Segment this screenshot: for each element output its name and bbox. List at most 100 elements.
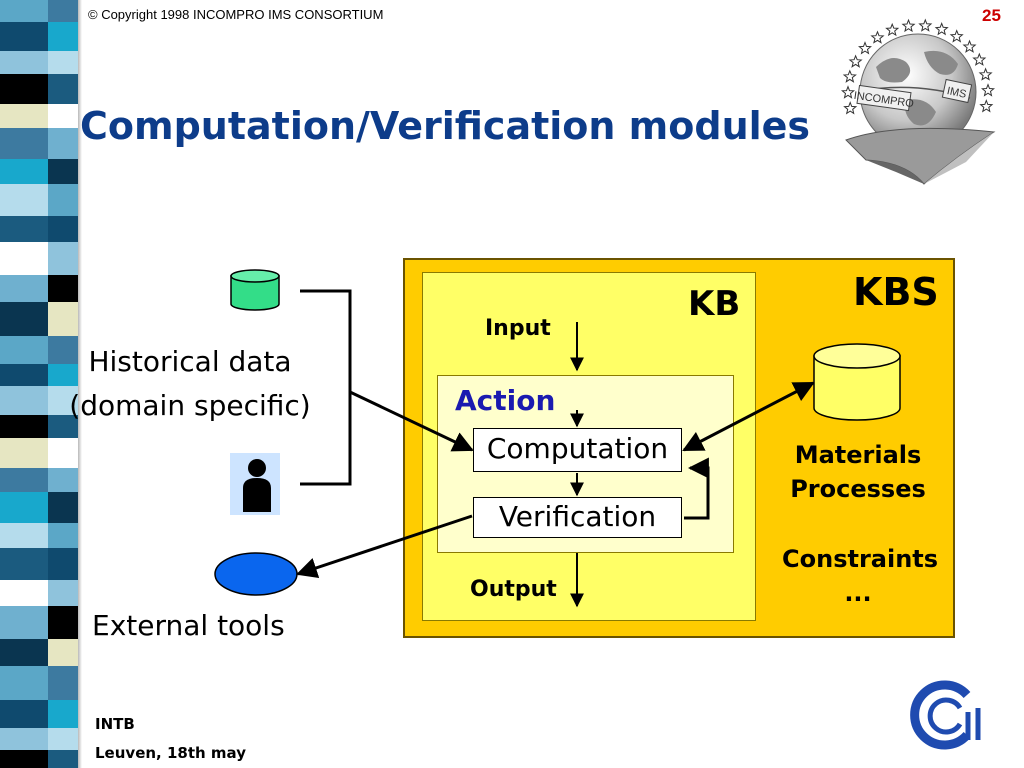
side-bar-segment — [0, 128, 48, 159]
side-bar-segment — [0, 104, 48, 128]
side-bar-segment — [48, 580, 78, 606]
ellipsis-text: ... — [844, 579, 872, 607]
side-bar-segment — [48, 0, 78, 22]
side-bar-segment — [48, 639, 78, 666]
external-tool-icon — [214, 552, 298, 596]
incompro-globe-logo: INCOMPRO IMS — [841, 18, 996, 185]
footer-line1: INTB — [95, 715, 135, 733]
side-bar-segment — [48, 51, 78, 74]
slide-number: 25 — [982, 6, 1001, 25]
side-bar-segment — [0, 639, 48, 666]
historical-data-line1: Historical data — [88, 345, 292, 378]
arrow-computation-materials — [682, 381, 815, 452]
side-bar-segment — [0, 492, 48, 523]
star-icon — [918, 18, 933, 32]
side-bar-segment — [48, 700, 78, 728]
side-bar-segment — [0, 242, 48, 275]
side-bar-segment — [0, 159, 48, 184]
side-bar-segment — [48, 128, 78, 159]
side-bar-segment — [0, 302, 48, 336]
side-bar-segment — [0, 74, 48, 104]
side-bar-segment — [0, 415, 48, 438]
slide-title: Computation/Verification modules — [80, 104, 811, 148]
historical-data-bracket — [300, 289, 352, 486]
star-icon — [841, 85, 855, 99]
side-bar-segment — [48, 74, 78, 104]
side-bar-segment — [0, 700, 48, 728]
side-bar-segment — [0, 275, 48, 302]
kb-label: KB — [688, 284, 741, 324]
side-bar-segment — [48, 728, 78, 750]
side-bar-segment — [0, 22, 48, 51]
star-icon — [885, 22, 900, 37]
star-icon — [949, 29, 964, 43]
side-bar-segment — [48, 184, 78, 216]
constraints-label: Constraints ... — [782, 542, 939, 610]
person-icon — [230, 453, 280, 515]
side-bar-segment — [48, 104, 78, 128]
side-bar-segment — [48, 159, 78, 184]
side-bar-segment — [0, 0, 48, 22]
computation-box: Computation — [473, 428, 682, 472]
star-icon — [979, 99, 994, 113]
side-bar-segment — [48, 216, 78, 242]
side-decoration-bar — [0, 0, 78, 768]
side-bar-segment — [48, 242, 78, 275]
star-icon — [934, 22, 949, 36]
side-bar-segment — [48, 666, 78, 700]
side-bar-segment — [0, 51, 48, 74]
side-bar-segment — [48, 364, 78, 386]
materials-text: Materials — [794, 441, 922, 469]
side-bar-segment — [0, 750, 48, 768]
star-icon — [978, 67, 993, 81]
side-bar-segment — [48, 302, 78, 336]
side-bar-segment — [48, 606, 78, 639]
side-bar-segment — [0, 438, 48, 468]
side-bar-segment — [0, 184, 48, 216]
star-icon — [981, 83, 995, 97]
arrow-history-to-computation — [349, 390, 474, 452]
historical-data-label: Historical data (domain specific) — [40, 340, 340, 428]
processes-text: Processes — [790, 475, 926, 503]
side-bar-segment — [0, 386, 48, 415]
star-icon — [962, 39, 977, 53]
side-bar-segment — [0, 216, 48, 242]
side-bar-segment — [0, 468, 48, 492]
side-bar-segment — [48, 415, 78, 438]
star-icon — [870, 30, 885, 44]
arrow-feedback-loop — [684, 457, 710, 520]
side-bar-segment — [0, 666, 48, 700]
external-tools-label: External tools — [92, 609, 285, 642]
side-bar-segment — [48, 438, 78, 468]
star-icon — [858, 41, 872, 55]
cnr-logo — [910, 680, 981, 750]
materials-processes-label: Materials Processes — [782, 438, 934, 506]
side-bar-segment — [48, 386, 78, 415]
side-bar-segment — [0, 364, 48, 386]
side-bar-segment — [0, 580, 48, 606]
side-bar-segment — [48, 548, 78, 580]
star-icon — [843, 101, 858, 115]
action-label: Action — [455, 384, 556, 417]
side-bar-segment — [48, 523, 78, 548]
side-bar-segment — [0, 523, 48, 548]
star-icon — [972, 52, 987, 66]
logo-text-ims: IMS — [946, 85, 968, 101]
kbs-label: KBS — [853, 270, 939, 314]
side-bar-segment — [0, 606, 48, 639]
arrow-verification-to-tools — [296, 514, 473, 578]
historical-data-line2: (domain specific) — [69, 389, 311, 422]
side-bar-segment — [48, 336, 78, 364]
materials-database-icon — [813, 343, 901, 421]
side-bar-segment — [48, 275, 78, 302]
side-bar-segment — [48, 468, 78, 492]
input-label: Input — [485, 316, 551, 341]
constraints-text: Constraints — [782, 545, 939, 573]
output-label: Output — [470, 577, 557, 602]
footer-line2: Leuven, 18th may — [95, 744, 246, 762]
database-icon — [230, 269, 280, 311]
side-bar-segment — [48, 22, 78, 51]
star-icon — [848, 54, 863, 68]
side-bar-segment — [48, 492, 78, 523]
